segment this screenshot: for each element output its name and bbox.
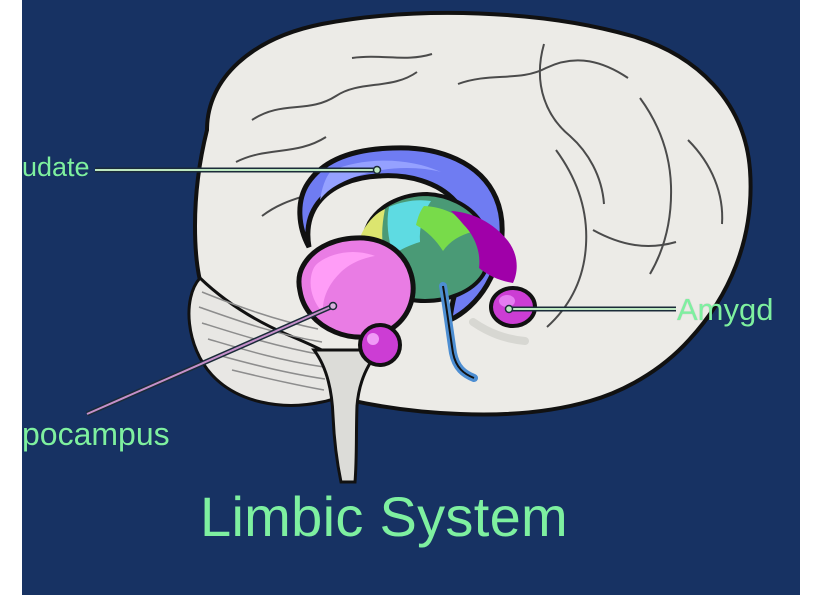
caudate-label: udate bbox=[22, 154, 90, 181]
caudate-callout-dot bbox=[374, 167, 381, 174]
hippocampus-label: pocampus bbox=[22, 418, 170, 450]
diagram-title: Limbic System bbox=[200, 489, 568, 545]
diagram-frame: udate pocampus Amygd Limbic System bbox=[22, 0, 800, 595]
amygdala-highlight bbox=[499, 295, 515, 307]
amygdala-label: Amygd bbox=[677, 294, 773, 325]
small-bulb-highlight bbox=[367, 333, 379, 345]
small-bulb bbox=[360, 325, 400, 365]
hippocampus-callout-dot bbox=[330, 303, 337, 310]
amygdala-callout-dot bbox=[506, 306, 513, 313]
